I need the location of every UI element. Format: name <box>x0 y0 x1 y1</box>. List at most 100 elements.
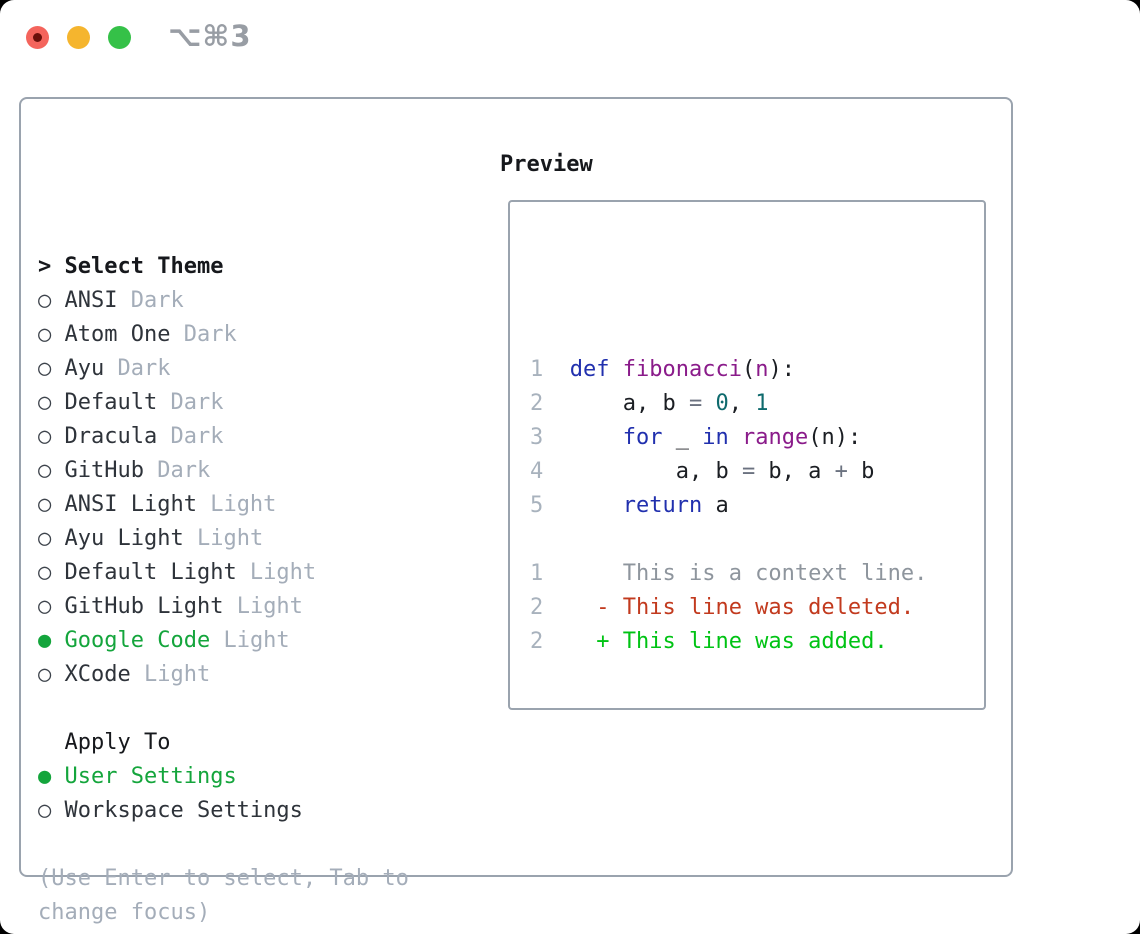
theme-option[interactable]: ○ Ayu Dark <box>38 352 409 386</box>
theme-option[interactable]: ○ Default Light Light <box>38 556 409 590</box>
apply-to-label: User Settings <box>64 764 237 789</box>
radio-icon: ○ <box>38 322 65 347</box>
code-token: a, b <box>569 391 689 416</box>
theme-variant: Light <box>130 662 211 687</box>
hint-text: change focus) <box>38 896 409 930</box>
code-token: fibonacci <box>622 357 742 382</box>
line-number: 1 <box>530 561 570 586</box>
theme-variant: Dark <box>104 356 171 381</box>
spacer <box>38 692 409 726</box>
code-token: b, a <box>755 459 835 484</box>
apply-to-title-row: Apply To <box>38 726 409 760</box>
theme-option[interactable]: ○ ANSI Light Light <box>38 488 409 522</box>
code-token: b <box>847 459 875 484</box>
theme-option[interactable]: ○ Atom One Dark <box>38 318 409 352</box>
radio-icon: ○ <box>38 560 65 585</box>
code-token: + This line was added. <box>569 629 888 654</box>
preview-blank-line <box>530 523 984 557</box>
hint-text: (Use Enter to select, Tab to <box>38 862 409 896</box>
spacer <box>38 828 409 862</box>
theme-name: ANSI <box>64 288 118 313</box>
code-token: a <box>702 493 729 518</box>
preview-line: 3 for _ in range(n): <box>530 421 984 455</box>
line-number: 2 <box>530 629 570 654</box>
theme-name: XCode <box>64 662 131 687</box>
radio-icon: ○ <box>38 492 65 517</box>
code-token: - This line was deleted. <box>569 595 915 620</box>
theme-variant: Dark <box>117 288 184 313</box>
code-token: n <box>755 357 769 382</box>
radio-icon: ○ <box>38 424 65 449</box>
code-token <box>729 425 742 450</box>
theme-name: ANSI Light <box>64 492 197 517</box>
theme-name: GitHub <box>64 458 144 483</box>
code-token: = <box>741 459 756 484</box>
theme-variant: Light <box>183 526 264 551</box>
hint-line: change focus) <box>38 900 211 925</box>
preview-line: 1 def fibonacci(n): <box>530 353 984 387</box>
close-dot-icon <box>33 33 42 42</box>
theme-name: Default <box>64 390 158 415</box>
minimize-button[interactable] <box>67 26 90 49</box>
radio-icon: ○ <box>38 526 65 551</box>
theme-variant: Light <box>223 594 303 619</box>
theme-name: Ayu Light <box>64 526 184 551</box>
close-button[interactable] <box>26 26 49 49</box>
theme-option[interactable]: ○ Ayu Light Light <box>38 522 409 556</box>
theme-name: GitHub Light <box>64 594 224 619</box>
theme-option[interactable]: ○ GitHub Light Light <box>38 590 409 624</box>
radio-icon: ○ <box>38 390 65 415</box>
code-token: , <box>728 391 756 416</box>
theme-option[interactable]: ○ XCode Light <box>38 658 409 692</box>
theme-option[interactable]: ○ Default Dark <box>38 386 409 420</box>
radio-icon: ○ <box>38 458 65 483</box>
theme-option[interactable]: ○ Dracula Dark <box>38 420 409 454</box>
theme-name: Google Code <box>64 628 211 653</box>
cursor-icon: > <box>38 254 65 279</box>
code-token <box>570 493 623 518</box>
code-token: in <box>702 425 729 450</box>
code-token: ( <box>741 357 756 382</box>
radio-selected-icon: ● <box>38 628 65 653</box>
theme-option[interactable]: ○ GitHub Dark <box>38 454 409 488</box>
hint-line: (Use Enter to select, Tab to <box>38 866 409 891</box>
radio-icon: ○ <box>38 288 65 313</box>
preview-blank-line <box>530 319 984 353</box>
preview-line: 2 a, b = 0, 1 <box>530 387 984 421</box>
theme-name: Dracula <box>64 424 158 449</box>
window-titlebar: ⌥⌘3 <box>0 0 1140 76</box>
theme-option[interactable]: ● Google Code Light <box>38 624 409 658</box>
radio-icon: ○ <box>38 594 65 619</box>
preview-blank-line <box>530 659 984 693</box>
line-number: 5 <box>530 493 570 518</box>
code-token: for <box>622 425 663 450</box>
radio-icon: ○ <box>38 798 65 823</box>
theme-picker-title-row: > Select Theme <box>38 250 409 284</box>
theme-variant: Dark <box>170 322 237 347</box>
code-token <box>610 357 623 382</box>
apply-to-option[interactable]: ● User Settings <box>38 760 409 794</box>
apply-to-option[interactable]: ○ Workspace Settings <box>38 794 409 828</box>
zoom-button[interactable] <box>108 26 131 49</box>
code-token: This is a context line. <box>569 561 928 586</box>
code-token: ): <box>768 357 795 382</box>
theme-option[interactable]: ○ ANSI Dark <box>38 284 409 318</box>
code-token: 0 <box>715 391 729 416</box>
code-token: a, b <box>569 459 742 484</box>
theme-variant: Light <box>210 628 290 653</box>
preview-line: 5 return a <box>530 489 984 523</box>
preview-title: Preview <box>500 152 593 177</box>
code-token: return <box>622 493 703 518</box>
theme-name: Default Light <box>64 560 237 585</box>
theme-variant: Dark <box>143 458 211 483</box>
radio-icon: ○ <box>38 662 65 687</box>
code-token: def <box>569 357 610 382</box>
traffic-lights <box>26 26 131 49</box>
theme-name: Ayu <box>64 356 105 381</box>
line-number: 2 <box>530 595 570 620</box>
radio-selected-icon: ● <box>38 764 65 789</box>
line-number: 2 <box>530 391 570 416</box>
tui-panel: > Select Theme○ ANSI Dark○ Atom One Dark… <box>19 97 1013 925</box>
